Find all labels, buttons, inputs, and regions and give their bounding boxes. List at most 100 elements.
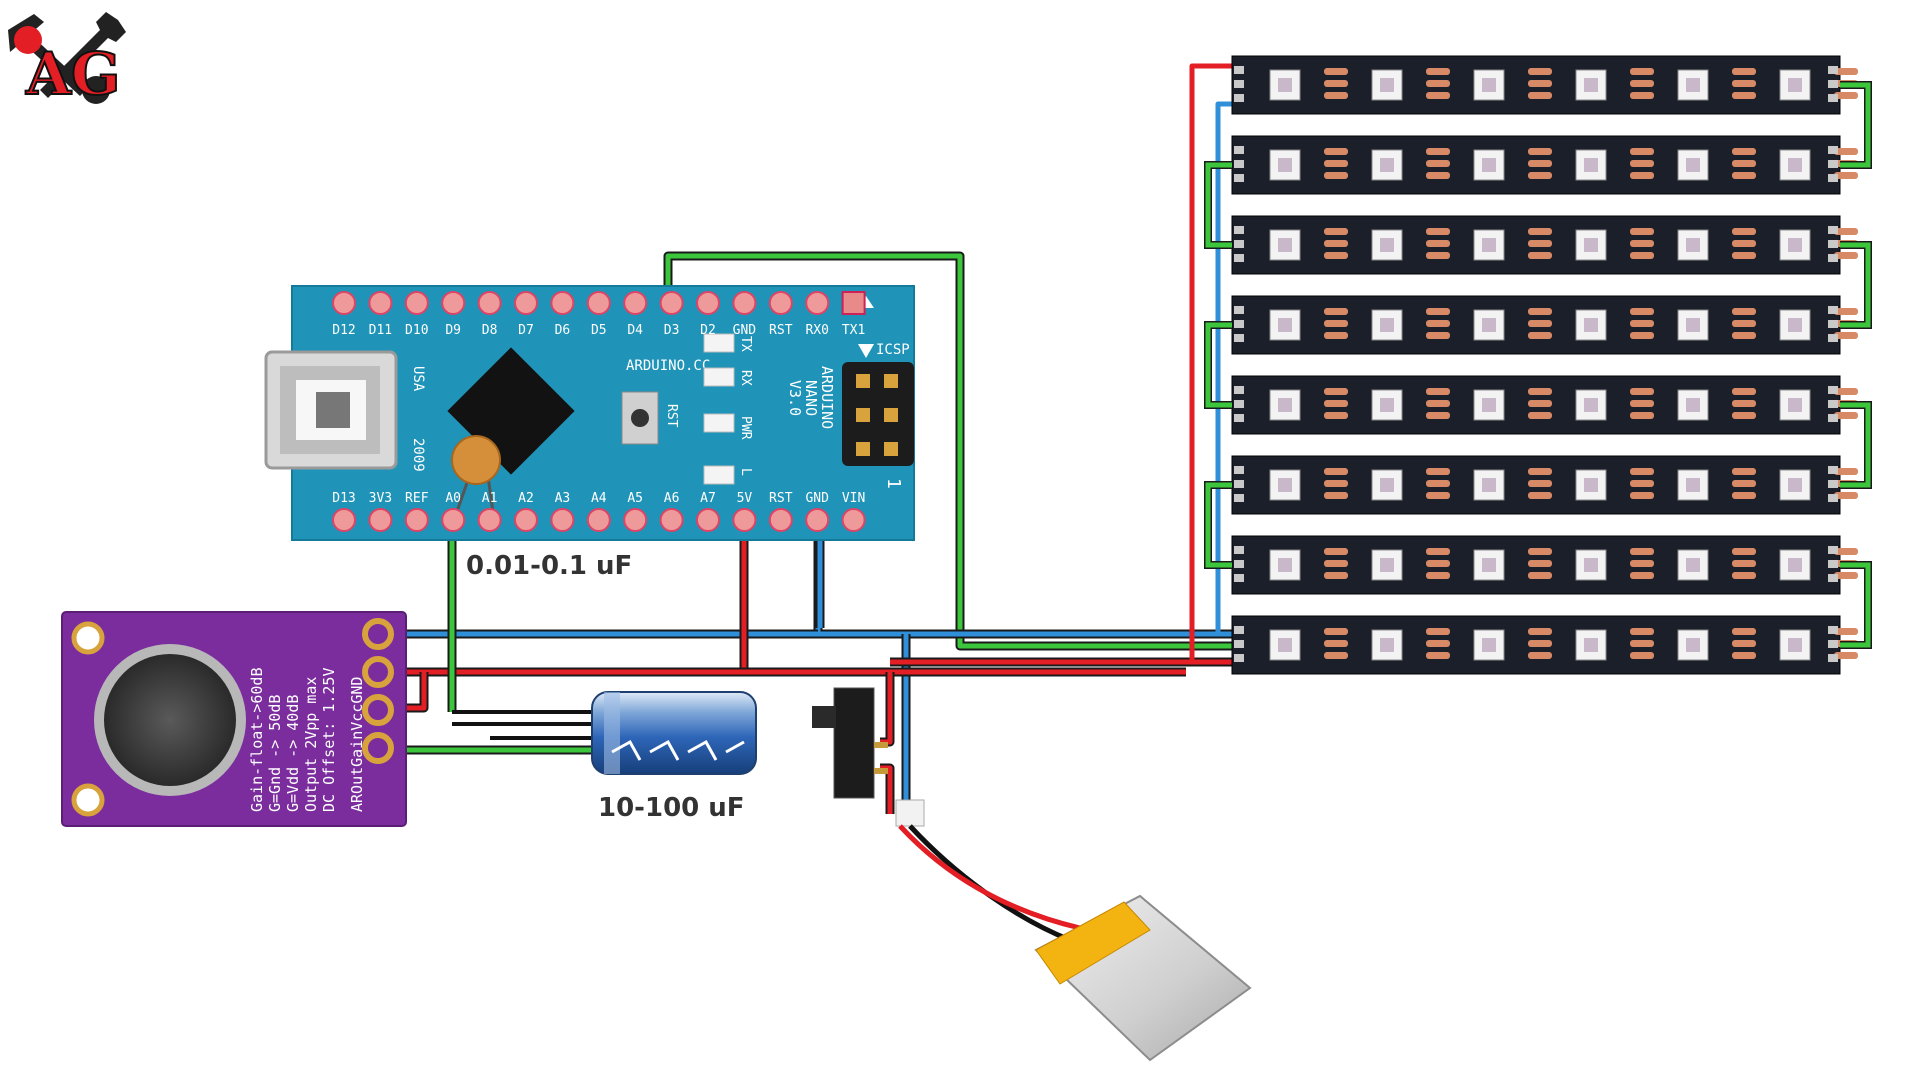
rgb-led (1371, 468, 1450, 501)
pin-label: 5V (737, 491, 753, 506)
year-text: 2009 (410, 438, 426, 472)
pin-label: RST (769, 323, 793, 338)
rgb-led (1269, 308, 1348, 341)
rgb-led (1371, 68, 1450, 101)
pin-label: A2 (518, 491, 534, 506)
pin-d10 (404, 291, 429, 315)
rgb-led (1269, 388, 1348, 421)
pin-a2 (514, 508, 538, 532)
pin-tx1 (841, 291, 866, 315)
svg-text:NANO: NANO (802, 380, 820, 416)
pin-rst (768, 508, 793, 532)
pin-label: D7 (518, 323, 534, 338)
rgb-led (1269, 548, 1348, 581)
pin-label: A0 (445, 491, 461, 506)
rst-text: RST (664, 404, 679, 428)
mic-spec-line: DC Offset: 1.25V (320, 668, 338, 813)
mic-pin (362, 694, 394, 726)
led-label: L (738, 468, 753, 476)
svg-text:ARDUINO: ARDUINO (818, 366, 836, 429)
electrolytic-cap-label: 10-100 uF (598, 793, 745, 823)
rgb-led (1371, 628, 1450, 661)
rgb-led (1677, 468, 1756, 501)
pin-label: D8 (482, 323, 498, 338)
reset-button[interactable] (621, 391, 659, 445)
pin-gnd (805, 508, 830, 532)
pin-label: D10 (405, 323, 428, 338)
mic-pin-header: AROutGainVccGND (348, 618, 394, 812)
rgb-led (1473, 628, 1552, 661)
pin-d5 (586, 291, 611, 315)
pin-label: A7 (700, 491, 716, 506)
site-text: ARDUINO.CC (626, 358, 710, 374)
led-strip-row (1231, 535, 1858, 595)
led-strip-row (1231, 375, 1858, 435)
led-label: RX (738, 370, 753, 386)
brand-logo: AG (8, 12, 126, 109)
pin-label: D5 (591, 323, 607, 338)
rgb-led (1473, 68, 1552, 101)
led-strip-row (1231, 615, 1858, 675)
pin-label: VIN (842, 491, 865, 506)
pin-label: RX0 (805, 323, 828, 338)
rgb-led (1677, 388, 1756, 421)
led-strip-row (1231, 295, 1858, 355)
slide-switch[interactable] (812, 687, 888, 799)
pin-label: RST (769, 491, 793, 506)
pin-label: GND (805, 491, 829, 506)
electrolytic-capacitor (591, 691, 757, 775)
rgb-led (1575, 228, 1654, 261)
rgb-led (1473, 228, 1552, 261)
pin-d11 (368, 291, 393, 315)
mic-spec-line: Gain-float->60dB (248, 668, 266, 813)
pin-a4 (586, 508, 611, 532)
rgb-led (1269, 628, 1348, 661)
pin-label: 3V3 (369, 491, 392, 506)
pin-rst (768, 291, 793, 315)
rgb-led (1371, 148, 1450, 181)
mic-pin (362, 618, 394, 650)
rgb-led (1269, 228, 1348, 261)
pin-a5 (623, 508, 648, 532)
mic-spec-line: G=Vdd -> 40dB (284, 695, 302, 812)
mic-pin-labels: AROutGainVccGND (348, 677, 366, 812)
mic-spec-line: Output 2Vpp max (302, 677, 320, 812)
pin-rx0 (805, 291, 830, 315)
rgb-led (1575, 308, 1654, 341)
brand-logo-letters: AG (25, 40, 121, 108)
rgb-led (1575, 548, 1654, 581)
pin-5v (732, 508, 757, 532)
pin-vin (841, 508, 866, 532)
pin-d2 (696, 291, 720, 315)
mic-pin (362, 656, 394, 688)
rgb-led (1473, 548, 1552, 581)
rgb-led (1677, 68, 1756, 101)
pin-label: REF (405, 491, 429, 506)
board-name: ARDUINO NANO V3.0 (786, 366, 836, 429)
led-strip-row (1231, 55, 1858, 115)
rgb-led (1473, 388, 1552, 421)
led-strip-row (1231, 455, 1858, 515)
pin-d12 (332, 291, 356, 315)
led-pwr (703, 413, 735, 433)
pin-label: D2 (700, 323, 716, 338)
rgb-led (1473, 308, 1552, 341)
svg-text:V3.0: V3.0 (786, 380, 804, 416)
pin-d8 (477, 291, 502, 315)
rgb-led (1779, 628, 1858, 661)
rgb-led (1779, 148, 1858, 181)
pin-label: A4 (591, 491, 607, 506)
rgb-led (1575, 468, 1654, 501)
pin-label: D13 (332, 491, 355, 506)
led-strip-matrix (1204, 55, 1872, 675)
mic-spec-line: G=Gnd -> 50dB (266, 695, 284, 812)
led-tx (703, 333, 735, 353)
pin-label: D12 (332, 323, 355, 338)
led-strip-row (1231, 215, 1858, 275)
rgb-led (1677, 548, 1756, 581)
rgb-led (1371, 308, 1450, 341)
pin-3v3 (368, 508, 393, 532)
rgb-led (1677, 628, 1756, 661)
